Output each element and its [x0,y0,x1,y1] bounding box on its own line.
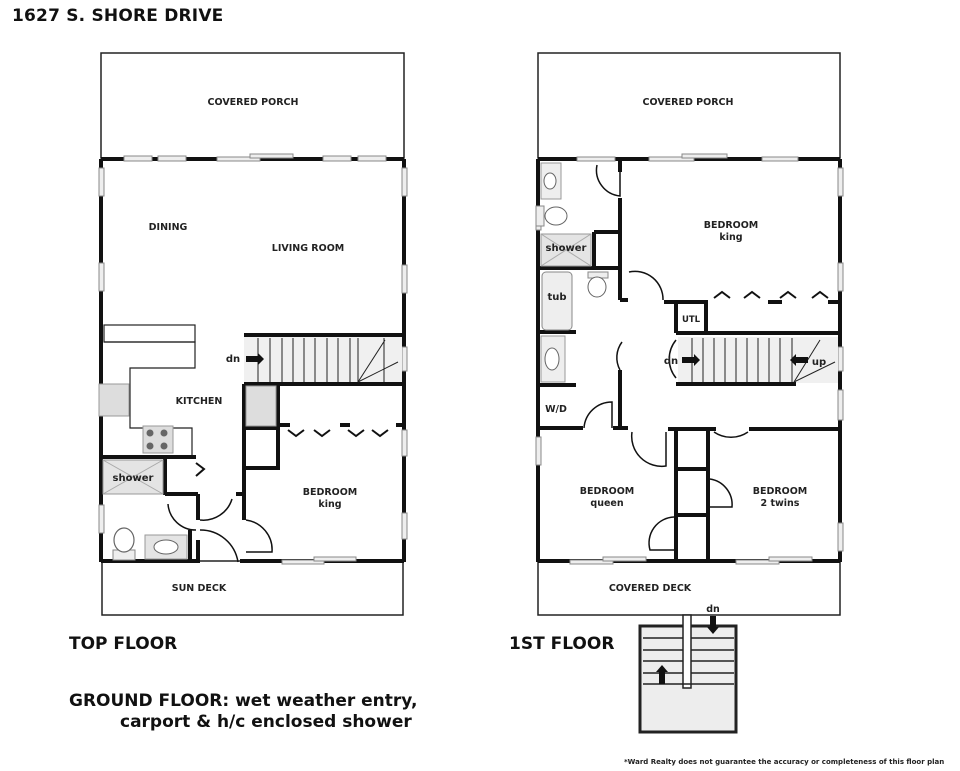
property-address-title: 1627 S. SHORE DRIVE [12,6,224,26]
top-stairs-dn-label: dn [226,354,240,365]
disclaimer-text: *Ward Realty does not guarantee the accu… [624,758,945,766]
queen-bedroom-size-label: queen [590,498,623,509]
top-shower [102,459,164,495]
first-floor-plan [535,52,844,734]
vanity-sink-icon [144,534,188,560]
top-shower-label: shower [113,473,154,484]
top-sun-deck-area [101,560,404,616]
living-room-label: LIVING ROOM [272,243,344,254]
kitchen-label: KITCHEN [176,396,223,407]
washer-dryer-label: W/D [545,404,567,415]
twins-bedroom-size-label: 2 twins [761,498,800,509]
queen-bedroom-label: BEDROOM [580,486,635,497]
top-stairs [244,333,402,386]
twins-bedroom-label: BEDROOM [753,486,808,497]
kitchen-sink-icon [98,383,130,417]
first-sink-icon [540,162,562,200]
top-floor-label: TOP FLOOR [69,634,178,654]
ground-floor-note-line2: carport & h/c enclosed shower [120,712,412,732]
main-bedroom-size-label: king [719,232,742,243]
sun-deck-label: SUN DECK [172,583,227,594]
first-shower [540,233,592,267]
stairs-down-arrow-icon [246,353,264,365]
top-bedroom-size-label: king [318,499,341,510]
first-sink-2-icon [540,335,566,383]
stairs-up-arrow-icon [790,354,808,366]
deck-stairs-dn-label: dn [706,604,720,615]
top-closet-fill [245,385,277,427]
first-covered-porch-label: COVERED PORCH [643,97,734,108]
top-floor-plan [98,52,408,616]
first-shower-label: shower [546,243,587,254]
stove-icon [142,425,174,454]
first-stairs-dn-label: dn [664,356,678,367]
dining-label: DINING [149,222,188,233]
first-stairs [676,337,838,386]
toilet-icon [112,527,136,561]
ground-floor-note-line1: GROUND FLOOR: wet weather entry, [69,691,418,711]
deck-stairs-up-arrow-icon [656,665,668,684]
first-floor-label: 1ST FLOOR [509,634,615,654]
main-bedroom-label: BEDROOM [704,220,759,231]
deck-stairs-down-arrow-icon [707,616,719,634]
first-stairs-up-label: up [812,357,826,368]
deck-stairs [638,614,738,734]
tub-label: tub [547,292,566,303]
top-bedroom-label: BEDROOM [303,487,358,498]
covered-deck-label: COVERED DECK [609,583,692,594]
bathtub-icon [541,271,573,331]
first-toilet-2-icon [587,271,609,298]
first-toilet-icon [535,205,568,227]
ground-floor-note: GROUND FLOOR: wet weather entry, carport… [69,691,418,733]
utility-label: UTL [682,315,701,325]
stairs-down-arrow-icon [682,354,700,366]
top-covered-porch-label: COVERED PORCH [208,97,299,108]
